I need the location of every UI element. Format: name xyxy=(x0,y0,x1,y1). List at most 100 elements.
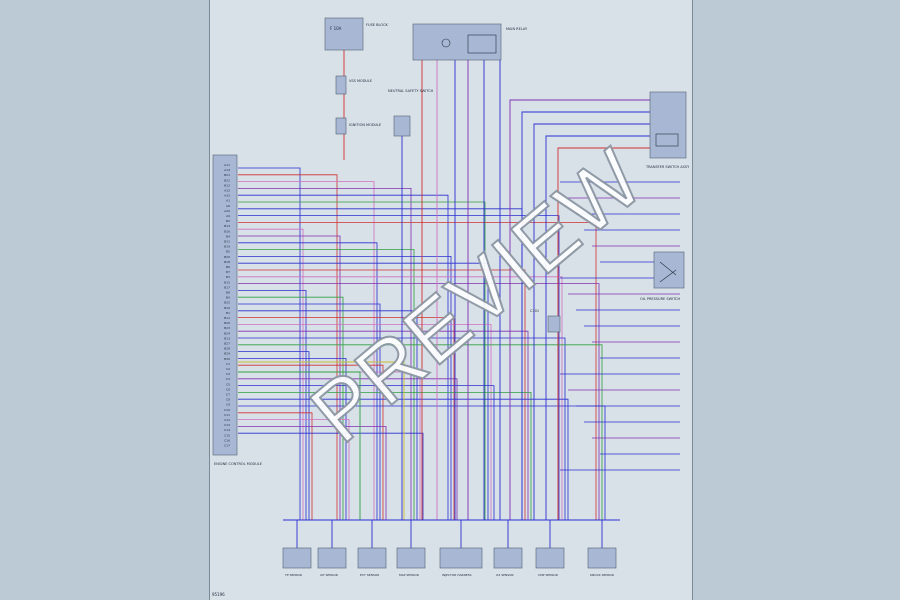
page-code: 95196 xyxy=(212,592,225,597)
ecm-caption: ENGINE CONTROL MODULE xyxy=(214,462,262,466)
ecm-pin-label: C2 xyxy=(226,367,230,371)
bottom-sensor-caption: TP SENSOR xyxy=(284,573,302,577)
bottom-sensor: CMP SENSOR xyxy=(535,547,565,577)
ecm-wire xyxy=(238,412,313,520)
ecm-pin-label: B6 xyxy=(226,265,230,269)
pressure-switch-caption: OIL PRESSURE SWITCH xyxy=(640,297,680,301)
ecm-pin-label: C8 xyxy=(226,398,230,402)
ecm-pin-label: B13 xyxy=(224,336,230,340)
ecm-wire xyxy=(238,364,384,520)
bottom-sensor: O2 SENSOR xyxy=(493,547,523,577)
ecm-pin-label: C17 xyxy=(224,444,230,448)
green-signal-wire xyxy=(238,371,361,520)
ecm-pin-label: B16 xyxy=(224,229,230,233)
ecm-wire xyxy=(238,385,495,520)
ecm-wire xyxy=(238,398,569,520)
ignition-module: IGNITION MODULE xyxy=(335,117,381,135)
ignition-module-caption: IGNITION MODULE xyxy=(349,123,381,127)
ecm-wire xyxy=(238,419,350,520)
ecm-pin-label: C5 xyxy=(226,382,230,386)
ecm-pin-label: B10 xyxy=(224,306,230,310)
ecm-rect xyxy=(212,154,238,456)
transfer-switch-rect xyxy=(649,91,687,159)
ecm-wire xyxy=(238,194,449,520)
ecm-wire xyxy=(238,351,310,520)
main-relay-rect xyxy=(412,23,502,61)
ecm-pin-label: B14 xyxy=(224,224,230,228)
bottom-sensor-rect xyxy=(587,547,617,569)
ecm-pin-label: B5 xyxy=(226,250,230,254)
ecm-pin-label: C10 xyxy=(224,408,230,412)
transfer-switch-wire xyxy=(521,111,650,520)
ecm-wire xyxy=(238,215,560,520)
ecm-wire xyxy=(238,344,603,520)
transfer-switch-wire xyxy=(545,135,650,520)
ecm-pin-label: B12 xyxy=(224,183,230,187)
ecm-wire xyxy=(238,235,341,520)
fuse-block-rect xyxy=(324,17,364,51)
ecm-block: A11A14B21B22B12A32A33A1A6A20A9B2B14B16B4… xyxy=(212,154,262,466)
ecm-pin-label: B21 xyxy=(224,173,230,177)
bottom-sensor-caption: INJECTOR HARNESS xyxy=(442,573,472,577)
neutral-switch: NEUTRAL SAFETY SWITCH xyxy=(388,89,434,137)
bottom-sensor-rect xyxy=(493,547,523,569)
ecm-pin-label: C6 xyxy=(226,387,230,391)
ecm-wire xyxy=(238,323,492,520)
ecm-wire xyxy=(238,181,375,520)
ecm-wire xyxy=(238,303,381,520)
pressure-switch: OIL PRESSURE SWITCH xyxy=(640,251,685,301)
ecm-wire xyxy=(238,174,338,520)
ecm-pin-label: B25 xyxy=(224,301,230,305)
ecm-wire xyxy=(238,330,529,520)
ecm-pin-label: B24 xyxy=(224,331,230,335)
ecm-wire xyxy=(238,249,415,520)
ecm-pin-label: C3 xyxy=(226,377,230,381)
bottom-sensor-rect xyxy=(439,547,483,569)
ecm-wire xyxy=(238,255,452,520)
ecm-pin-label: B2 xyxy=(226,219,230,223)
ecm-pin-label: B15 xyxy=(224,280,230,284)
ecm-pin-label: B4 xyxy=(226,234,230,238)
ecm-wire xyxy=(238,337,566,520)
bottom-sensor: MAP SENSOR xyxy=(396,547,426,577)
ecm-wire xyxy=(238,221,597,520)
ecm-pin-label: B30 xyxy=(224,357,230,361)
vss-module-caption: VSS MODULE xyxy=(349,79,372,83)
ecm-wire xyxy=(238,201,486,520)
ecm-pin-label: C11 xyxy=(224,413,230,417)
vss-module: VSS MODULE xyxy=(335,75,372,95)
bottom-sensor-rect xyxy=(357,547,387,569)
ecm-pin-label: A1 xyxy=(226,199,230,203)
bottom-sensor-rect xyxy=(282,547,312,569)
ecm-pin-labels: A11A14B21B22B12A32A33A1A6A20A9B2B14B16B4… xyxy=(224,163,230,448)
ignition-module-rect xyxy=(335,117,347,135)
bottom-sensor: ECT SENSOR xyxy=(357,547,387,577)
ecm-wire xyxy=(238,283,600,520)
ecm-pin-label: B7 xyxy=(226,270,230,274)
ecm-pin-label: A11 xyxy=(224,163,230,167)
main-relay-caption: MAIN RELAY xyxy=(506,27,528,31)
transfer-switch-wire xyxy=(509,99,650,520)
bottom-sensor-caption: ECT SENSOR xyxy=(360,573,379,577)
ecm-wire xyxy=(238,187,412,520)
relay-contact-icon xyxy=(467,34,497,54)
ecm-pin-label: B29 xyxy=(224,352,230,356)
ecm-pin-label: B1 xyxy=(226,311,230,315)
ecm-pin-label: C7 xyxy=(226,393,230,397)
ecm-pin-label: B8 xyxy=(226,291,230,295)
ecm-wire xyxy=(238,262,489,520)
ecm-wire xyxy=(238,269,526,520)
bottom-sensor-rect xyxy=(535,547,565,569)
ecm-pin-label: B23 xyxy=(224,326,230,330)
ecm-pin-label: A9 xyxy=(226,214,230,218)
transfer-switch-wire xyxy=(533,123,650,520)
ecm-wire xyxy=(238,296,344,520)
bottom-sensor: INJECTOR HARNESS xyxy=(439,547,483,577)
ecm-pin-label: A14 xyxy=(224,168,230,172)
ecm-wire xyxy=(238,391,532,520)
ecm-wire xyxy=(238,317,455,520)
wire-layer xyxy=(238,50,680,548)
ecm-pin-label: B3 xyxy=(226,275,230,279)
